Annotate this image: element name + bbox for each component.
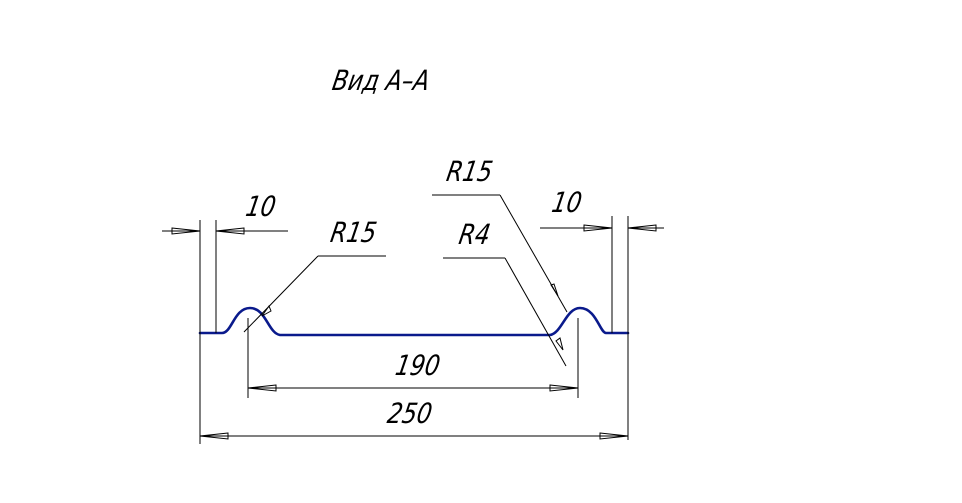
dimension-label-inner-width: 190 [393, 350, 443, 383]
dimension-label-right-edge: 10 [549, 187, 584, 220]
radius-callout-right-top: R15 [432, 156, 568, 313]
arrow-head [171, 227, 201, 235]
sheet-profile [198, 306, 630, 337]
dimension-label-overall-width: 250 [385, 398, 435, 431]
arrow-head [583, 224, 613, 232]
arrow-head [627, 224, 657, 232]
dimension-right-edge: 10 [540, 187, 664, 440]
arrow-head [550, 283, 559, 297]
arrow-head [199, 432, 229, 440]
radius-callout-left: R15 [243, 217, 386, 333]
dimension-inner-width: 190 [247, 318, 579, 398]
view-title: Вид А–А [330, 65, 432, 98]
leader-line [243, 255, 319, 333]
arrow-head [247, 384, 277, 392]
leader-line [504, 257, 567, 367]
dimension-overall-width: 250 [199, 333, 629, 444]
arrow-head [261, 304, 272, 317]
dimension-left-edge: 10 [162, 191, 288, 333]
radius-label-left: R15 [328, 217, 379, 250]
arrow-head [599, 432, 629, 440]
radius-callout-right-bottom: R4 [443, 219, 567, 367]
arrow-head [215, 227, 245, 235]
dimension-label-left-edge: 10 [243, 191, 278, 224]
radius-label-right-bottom: R4 [456, 219, 492, 252]
arrow-head [555, 337, 564, 351]
arrow-head [549, 384, 579, 392]
radius-label-right-top: R15 [444, 156, 495, 189]
